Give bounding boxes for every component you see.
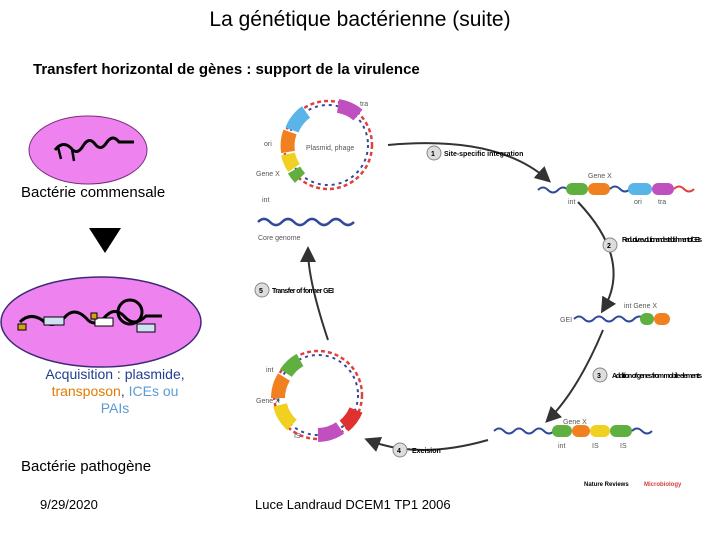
label-tra-top: tra bbox=[360, 101, 368, 108]
arrow-3 bbox=[545, 329, 604, 423]
down-arrow bbox=[89, 228, 121, 253]
page-title: La génétique bactérienne (suite) bbox=[209, 8, 511, 31]
bottom-right-dna-end bbox=[631, 427, 653, 435]
arrow-2 bbox=[577, 201, 617, 314]
svg-text:4: 4 bbox=[397, 448, 401, 455]
step-1: 1 Site-specific integration bbox=[426, 145, 523, 161]
pathogen-label: Bactérie pathogène bbox=[21, 458, 152, 475]
step-5: 5 Transfer of former GEI bbox=[254, 282, 334, 298]
step-2: 2 Reductive evolution and establishment … bbox=[602, 237, 702, 253]
label-tra-right: tra bbox=[658, 199, 666, 206]
source-nature-reviews: Nature Reviews bbox=[584, 482, 629, 488]
svg-text:Reductive evolution and establ: Reductive evolution and establishment of… bbox=[622, 237, 702, 244]
gei-gene-x bbox=[654, 313, 670, 325]
step-3: 3 Addition of genes from mobile elements bbox=[592, 367, 702, 383]
commensal-dna bbox=[53, 136, 134, 153]
acquisition-pais: PAIs bbox=[100, 400, 130, 416]
svg-text:1: 1 bbox=[431, 151, 435, 158]
bottom-right-is-1 bbox=[590, 425, 610, 437]
label-int-gene-x: int Gene X bbox=[624, 303, 657, 310]
label-int-bottom-right: int bbox=[558, 443, 565, 450]
pathogen-marker-2 bbox=[90, 312, 98, 320]
pathogen-plasmid bbox=[116, 298, 144, 326]
commensal-dna-tail bbox=[56, 146, 76, 162]
label-int-top: int bbox=[262, 197, 269, 204]
bacteria-illustration bbox=[0, 115, 202, 368]
gei-int bbox=[640, 313, 654, 325]
footer-date: 9/29/2020 bbox=[40, 497, 98, 512]
arrow-1 bbox=[387, 142, 551, 183]
label-is-bottom-left: IS bbox=[294, 433, 301, 440]
svg-text:Addition of genes from mobile: Addition of genes from mobile elements bbox=[612, 373, 702, 380]
bottom-plasmid bbox=[271, 349, 364, 442]
svg-text:Excision: Excision bbox=[412, 448, 441, 455]
acquisition-transposon: transposon bbox=[51, 383, 121, 399]
label-gene-x-bottom-left: Gene X bbox=[256, 398, 280, 405]
svg-text:2: 2 bbox=[607, 243, 611, 250]
pathogen-dna bbox=[18, 310, 162, 326]
bottom-right-gene-x bbox=[572, 425, 590, 437]
pathogen-marker-1 bbox=[17, 323, 27, 331]
label-plasmid-phage: Plasmid, phage bbox=[306, 145, 354, 152]
bottom-right-is-2 bbox=[610, 425, 632, 437]
integrated-element bbox=[537, 183, 695, 195]
label-gene-x-right: Gene X bbox=[588, 173, 612, 180]
top-plasmid bbox=[280, 99, 374, 191]
label-gene-x-top: Gene X bbox=[256, 171, 280, 178]
svg-text:3: 3 bbox=[597, 373, 601, 380]
acquisition-text: Acquisition : plasmide, transposon, ICEs… bbox=[20, 366, 210, 417]
arrow-4 bbox=[364, 437, 489, 452]
horizontal-gene-transfer-figure: tra ori Plasmid, phage Gene X int Core g… bbox=[254, 99, 702, 488]
slide-subtitle: Transfert horizontal de gènes : support … bbox=[33, 61, 420, 78]
acquisition-prefix: Acquisition bbox=[45, 366, 114, 382]
svg-text:5: 5 bbox=[259, 288, 263, 295]
label-gei: GEI bbox=[560, 317, 572, 324]
step-4: 4 Excision bbox=[392, 442, 441, 458]
pathogen-insert-2 bbox=[94, 317, 114, 327]
bottom-right-int bbox=[552, 425, 572, 437]
label-gene-x-bottom: Gene X bbox=[563, 419, 587, 426]
pathogen-insert-1 bbox=[43, 316, 65, 326]
commensal-bacterium bbox=[28, 115, 148, 185]
bottom-right-dna bbox=[493, 427, 555, 435]
svg-text:Site-specific integration: Site-specific integration bbox=[444, 151, 523, 158]
label-int-right: int bbox=[568, 199, 575, 206]
gei-dna bbox=[573, 315, 645, 323]
acquisition-plasmide: : plasmide, bbox=[113, 366, 185, 382]
svg-text:Transfer of former GEI: Transfer of former GEI bbox=[272, 288, 334, 295]
label-core-genome: Core genome bbox=[258, 235, 301, 242]
footer-author: Luce Landraud DCEM1 TP1 2006 bbox=[255, 497, 451, 512]
label-is-bottom-right: IS bbox=[592, 443, 599, 450]
label-int-bottom: int bbox=[266, 367, 273, 374]
core-genome-dna bbox=[257, 217, 355, 227]
label-ori-right: ori bbox=[634, 199, 642, 206]
arrow-5 bbox=[300, 246, 329, 341]
acquisition-comma: , bbox=[120, 383, 129, 399]
pathogen-insert-3 bbox=[136, 323, 156, 333]
label-ori-top: ori bbox=[264, 141, 272, 148]
acquisition-ices: ICEs ou bbox=[128, 383, 179, 399]
commensal-label: Bactérie commensale bbox=[21, 184, 166, 201]
source-journal: Microbiology bbox=[644, 482, 682, 488]
label-is2-bottom-right: IS bbox=[620, 443, 627, 450]
